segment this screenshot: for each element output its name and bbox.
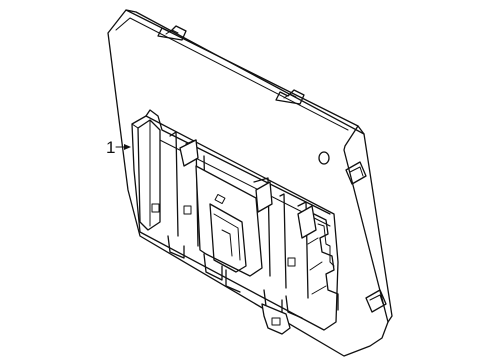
frame-ribs [169, 131, 317, 299]
callout-arrowhead [124, 144, 131, 150]
connector-housing-center [195, 165, 263, 277]
connector-frame [131, 109, 339, 331]
top-clip-left [157, 25, 187, 41]
housing-right-edge [357, 125, 393, 323]
bottom-connector-foot [261, 303, 291, 335]
frame-stepped-wall [307, 213, 339, 311]
mounting-hole [318, 151, 330, 165]
callout-1: 1 [106, 138, 131, 157]
side-tab-lower [365, 289, 387, 313]
connector-latch [214, 193, 226, 205]
housing-top-edge [125, 9, 365, 135]
connector-socket [209, 203, 247, 273]
top-clip-right [275, 89, 305, 105]
housing-inner-border [115, 17, 349, 131]
side-tab-upper [345, 161, 367, 185]
callout-label: 1 [106, 138, 115, 157]
frame-post-left [137, 119, 161, 231]
control-module [107, 9, 393, 357]
